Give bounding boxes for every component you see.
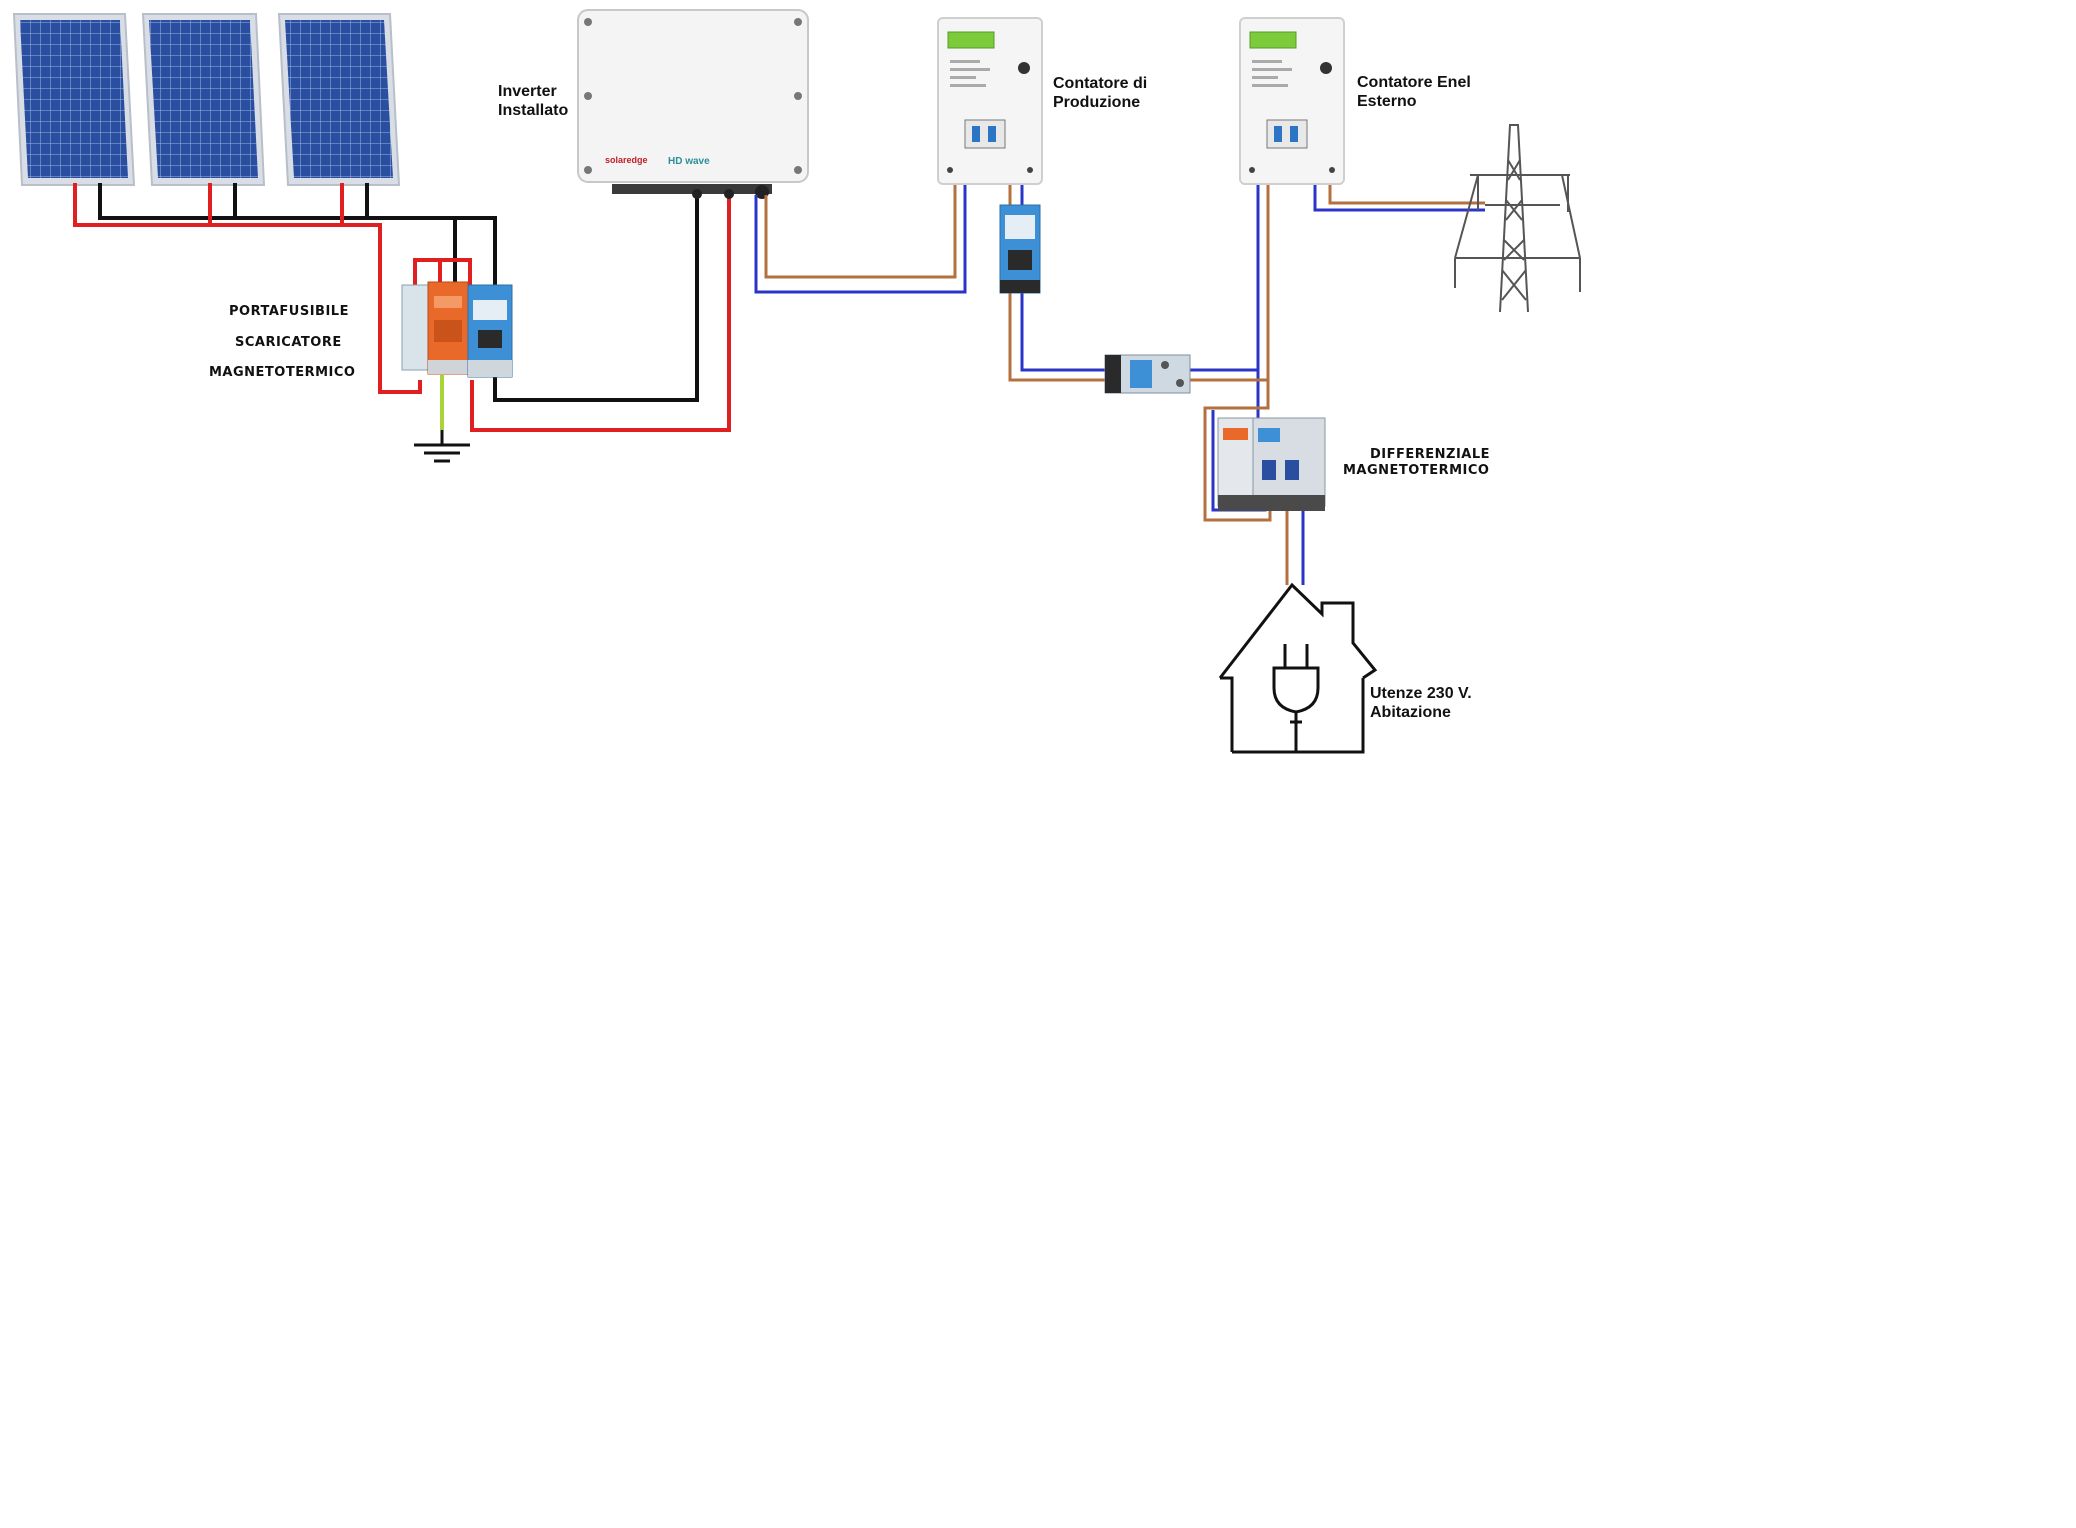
inverter-brand: solaredge: [605, 155, 648, 165]
breaker-icon: [1217, 417, 1326, 511]
magnetotermico-label: MAGNETOTERMICO: [209, 365, 356, 380]
inverter-label-line1: Inverter: [498, 83, 557, 100]
differenziale-label-line2: MAGNETOTERMICO: [1343, 463, 1490, 478]
enel-meter-label-line2: Esterno: [1357, 93, 1417, 110]
dc-negative-wiring: [98, 183, 699, 402]
utenze-label-line1: Utenze 230 V.: [1370, 685, 1472, 702]
ac-phase-wiring: [764, 183, 1485, 585]
surge-arrester-icon: [401, 281, 469, 375]
power-pylon-icon: [1454, 124, 1581, 313]
differenziale-label-line1: DIFFERENZIALE: [1370, 447, 1491, 462]
production-meter-label-line1: Contatore di: [1053, 75, 1148, 92]
solar-panel-icon: [12, 13, 136, 186]
breaker-icon: [999, 204, 1041, 294]
utenze-label: Utenze 230 V. Abitazione: [1370, 684, 1472, 722]
plug-icon: [1272, 644, 1320, 752]
production-meter-label-line2: Produzione: [1053, 94, 1141, 111]
inverter-label: Inverter Installato: [498, 82, 568, 120]
inverter-model: HD wave: [668, 156, 710, 167]
ground-icon: [414, 443, 470, 463]
enel-meter-label-line1: Contatore Enel: [1357, 74, 1471, 91]
utenze-label-line2: Abitazione: [1370, 704, 1451, 721]
house-icon: [1218, 582, 1378, 754]
differenziale-label: DIFFERENZIALE MAGNETOTERMICO: [1343, 447, 1490, 479]
inverter-icon: solaredge HD wave: [577, 9, 809, 199]
production-meter-label: Contatore di Produzione: [1053, 74, 1147, 112]
breaker-icon: [467, 284, 513, 378]
inverter-label-line2: Installato: [498, 102, 569, 119]
breaker-icon: [1104, 354, 1191, 394]
enel-meter-label: Contatore Enel Esterno: [1357, 73, 1471, 111]
solar-panel-icon: [141, 13, 266, 186]
solar-panel-icon: [277, 13, 401, 186]
energy-meter-icon: [937, 17, 1043, 185]
energy-meter-icon: [1239, 17, 1345, 185]
dc-positive-wiring: [73, 183, 731, 432]
portafusibile-label: PORTAFUSIBILE: [229, 304, 349, 319]
scaricatore-label: SCARICATORE: [235, 335, 342, 350]
